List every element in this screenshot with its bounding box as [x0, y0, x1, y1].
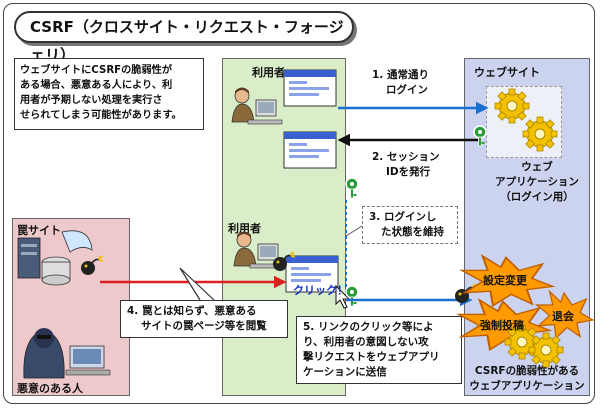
step-5-line: り、利用者の意図しない攻 — [303, 336, 429, 348]
webapp-login-line: （ログイン用） — [500, 191, 574, 203]
webapp-login-line: アプリケーション — [495, 176, 579, 188]
burst-label-forced-post: 強制投稿 — [480, 319, 524, 332]
step-3-line: た状態を維持 — [381, 226, 444, 238]
step-5-line: 5. リンクのクリック等によ — [303, 321, 434, 333]
webapp-login-label: ウェブ アプリケーション （ログイン用） — [482, 160, 592, 205]
session-key-icon — [473, 125, 487, 147]
step-5-line: ケーションに送信 — [303, 366, 387, 378]
step-2-line: IDを発行 — [386, 166, 431, 178]
step-2-line: 2. セッション — [372, 151, 440, 163]
intro-line: 用者が予期しない処理を実行さ — [20, 95, 163, 106]
intro-line: せられてしまう可能性があります。 — [20, 110, 182, 121]
session-key-icon — [345, 177, 359, 199]
user-label-mid: 利用者 — [228, 222, 261, 235]
user-at-pc-icon — [231, 87, 283, 125]
step-4-pointer — [179, 267, 215, 301]
intro-line: ウェブサイトにCSRFの脆弱性が — [20, 65, 173, 76]
browser-window-icon — [283, 69, 337, 107]
gear-icon — [528, 332, 564, 368]
user-label-top: 利用者 — [252, 66, 285, 79]
intro-line: ある場合、悪意ある人により、利 — [20, 80, 173, 91]
server-icon — [17, 237, 41, 279]
website-label: ウェブサイト — [474, 66, 540, 79]
vuln-app-line: CSRFの脆弱性がある — [474, 365, 580, 377]
step-3-line: 3. ログインし — [369, 211, 437, 223]
trap-site-label: 罠サイト — [17, 224, 61, 237]
vuln-app-line: ウェブアプリケーション — [469, 380, 585, 392]
step-5-label: 5. リンクのクリック等によ り、利用者の意図しない攻 撃リクエストをウェブアプ… — [296, 316, 462, 384]
click-label: クリック！ — [293, 284, 348, 297]
step-4-line: 4. 罠とは知らず、悪意ある — [127, 305, 257, 317]
step-1-label: 1. 通常通り ログイン — [372, 68, 429, 98]
gear-icon — [494, 88, 530, 124]
step-1-line: ログイン — [386, 84, 428, 96]
burst-label-settings: 設定変更 — [483, 274, 527, 287]
burst-label-withdrawal: 退会 — [552, 310, 574, 323]
step-1-line: 1. 通常通り — [372, 69, 429, 81]
step-5-line: 撃リクエストをウェブアプリ — [303, 351, 440, 363]
step-4-label: 4. 罠とは知らず、悪意ある サイトの罠ページ等を閲覧 — [120, 300, 288, 338]
gear-icon — [522, 116, 558, 152]
attacker-label: 悪意のある人 — [17, 382, 83, 395]
step-3-label: 3. ログインし た状態を維持 — [362, 206, 458, 244]
webapp-login-line: ウェブ — [521, 161, 553, 173]
document-icon — [61, 230, 93, 253]
step-4-line: サイトの罠ページ等を閲覧 — [141, 320, 267, 332]
intro-text-box: ウェブサイトにCSRFの脆弱性が ある場合、悪意ある人により、利 用者が予期しな… — [14, 58, 204, 130]
vuln-app-label: CSRFの脆弱性がある ウェブアプリケーション — [464, 364, 590, 394]
browser-window-icon — [283, 131, 337, 169]
step-2-label: 2. セッション IDを発行 — [372, 150, 439, 180]
bomb-icon — [80, 255, 104, 276]
hooded-attacker-icon — [23, 328, 111, 379]
step-3-leader-line — [345, 225, 363, 237]
